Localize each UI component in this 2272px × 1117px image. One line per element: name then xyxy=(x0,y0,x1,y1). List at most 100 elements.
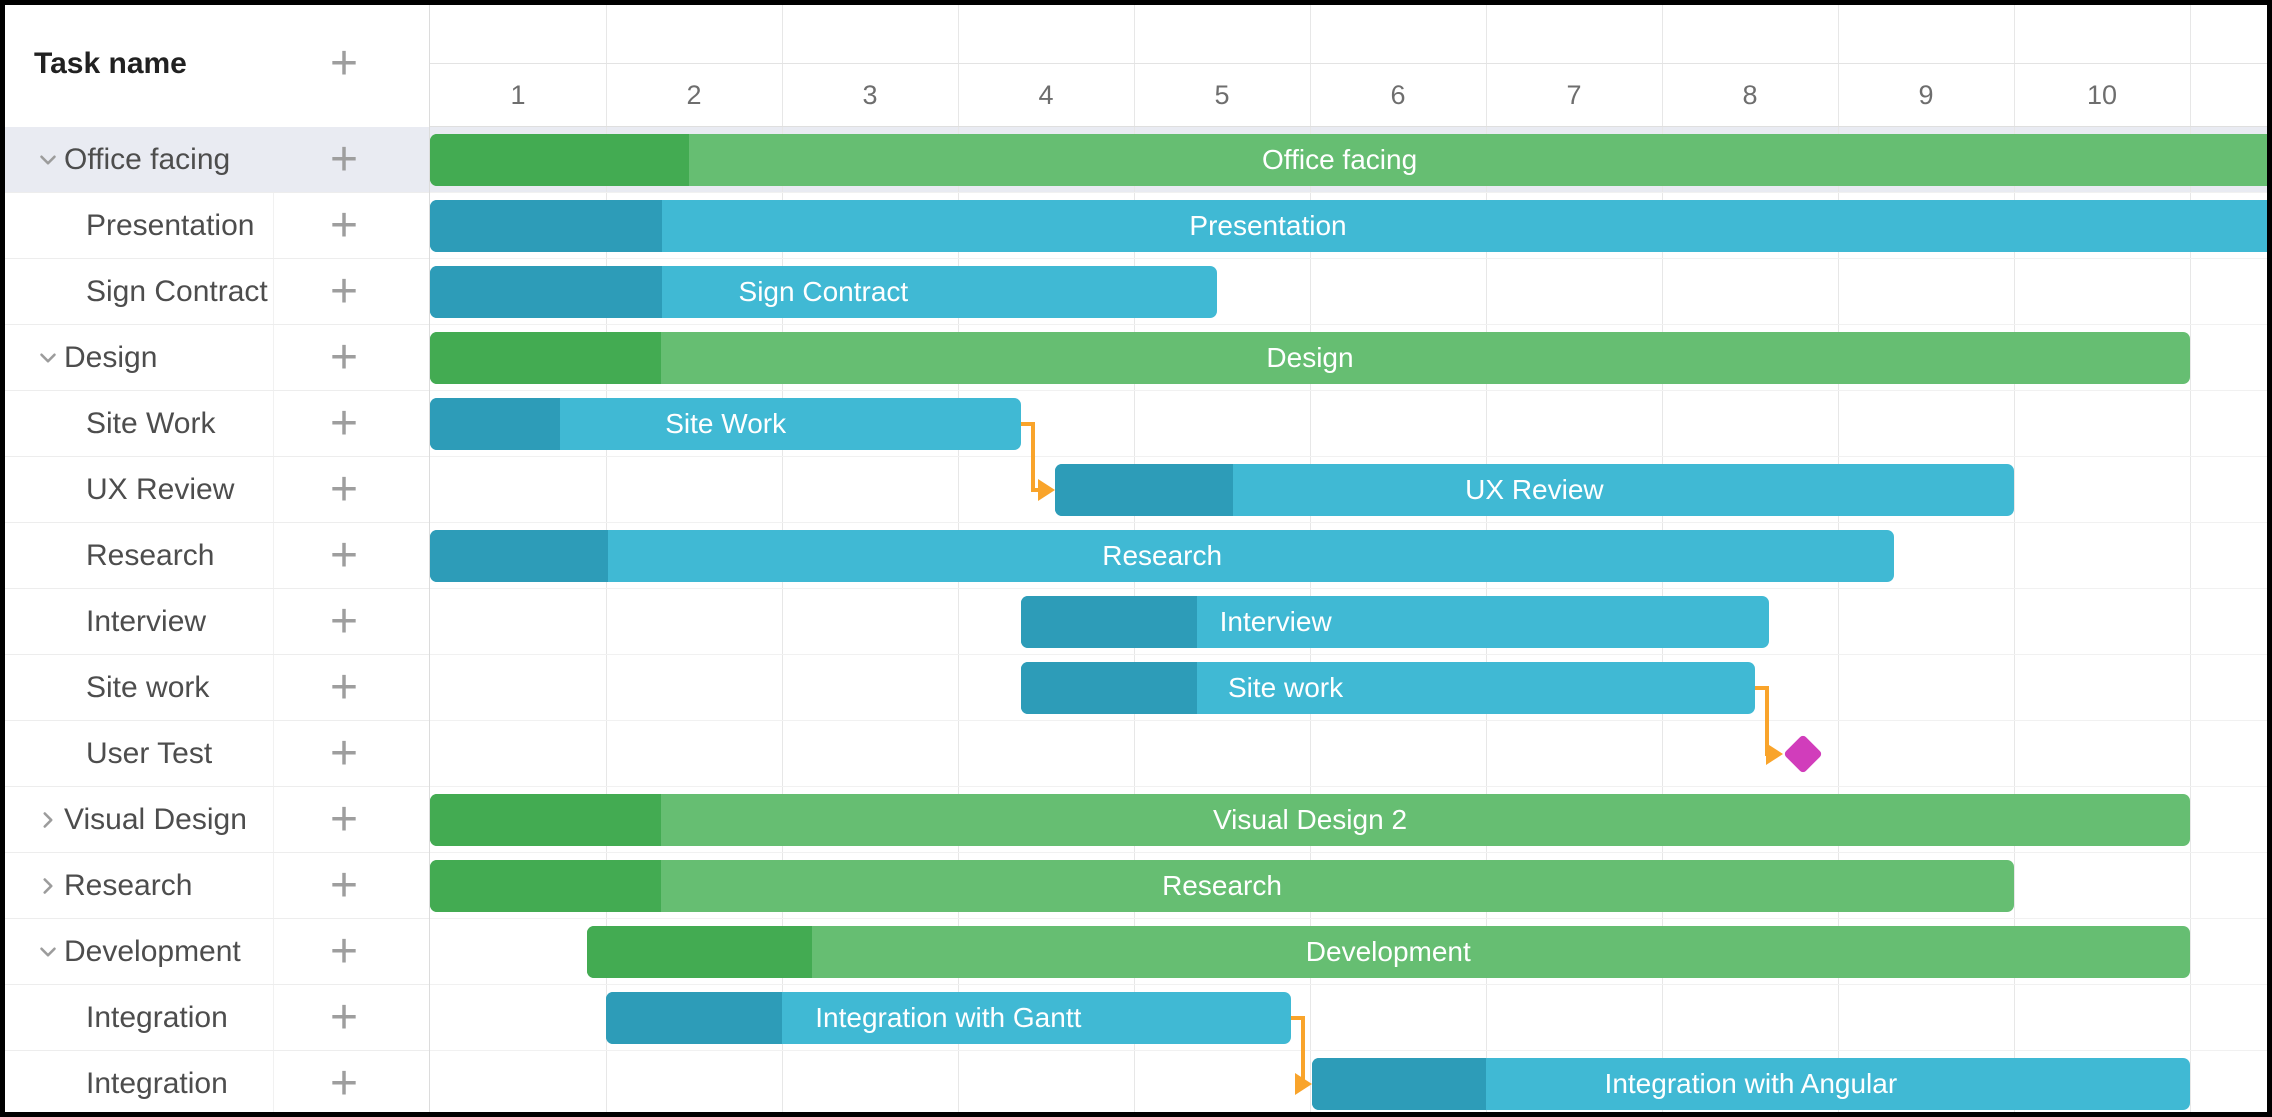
scale-tick: 2 xyxy=(686,79,702,110)
add-subtask-button[interactable]: + xyxy=(329,660,359,714)
task-bar[interactable]: Site work xyxy=(1021,662,1756,714)
task-bar[interactable]: Interview xyxy=(1021,596,1770,648)
task-bar-label: Site work xyxy=(1227,672,1344,703)
task-progress-fill[interactable] xyxy=(430,398,561,450)
task-bar[interactable]: Site Work xyxy=(430,398,1022,450)
add-subtask-button[interactable]: + xyxy=(329,132,359,186)
task-progress-fill[interactable] xyxy=(1311,1058,1486,1110)
task-progress-fill[interactable] xyxy=(430,860,661,912)
task-bar[interactable]: UX Review xyxy=(1054,464,2014,516)
grid-task-row[interactable]: Presentation+ xyxy=(0,193,430,259)
grid-task-row[interactable]: Integration+ xyxy=(0,985,430,1051)
add-subtask-button[interactable]: + xyxy=(329,396,359,450)
grid-task-row[interactable]: UX Review+ xyxy=(0,457,430,523)
chevron-down-icon[interactable] xyxy=(34,938,62,966)
scale-tick: 10 xyxy=(2086,79,2118,110)
grid-task-row[interactable]: Integration+ xyxy=(0,1051,430,1117)
add-subtask-button[interactable]: + xyxy=(329,924,359,978)
project-bar[interactable]: Office facing xyxy=(430,134,2272,186)
task-progress-fill[interactable] xyxy=(430,530,608,582)
add-subtask-button[interactable]: + xyxy=(329,1056,359,1110)
task-bar-label: Sign Contract xyxy=(738,276,909,307)
timeline-column-line xyxy=(2014,0,2015,1117)
link-arrowhead xyxy=(1766,743,1784,765)
grid-task-row[interactable]: Office facing+ xyxy=(0,127,430,193)
link-line xyxy=(1021,422,1036,426)
grid-task-row[interactable]: Research + xyxy=(0,523,430,589)
task-bar-label: Research xyxy=(1102,540,1223,571)
timeline-row-line xyxy=(430,918,2272,919)
add-subtask-button[interactable]: + xyxy=(329,594,359,648)
timeline-row-line xyxy=(430,786,2272,787)
grid-column-divider xyxy=(273,0,274,1117)
chevron-right-icon[interactable] xyxy=(34,872,62,900)
link-line xyxy=(1765,686,1770,756)
grid-task-name: Development xyxy=(64,934,241,968)
grid-task-name: User Test xyxy=(86,736,213,770)
scale-tick: 1 xyxy=(510,79,526,110)
task-bar-label: Development xyxy=(1305,936,1471,967)
grid-task-row[interactable]: Sign Contract+ xyxy=(0,259,430,325)
chevron-down-icon[interactable] xyxy=(34,344,62,372)
grid-task-row[interactable]: Interview+ xyxy=(0,589,430,655)
chevron-right-icon[interactable] xyxy=(34,806,62,834)
add-subtask-button[interactable]: + xyxy=(329,792,359,846)
timeline-row-line xyxy=(430,1050,2272,1051)
add-subtask-button[interactable]: + xyxy=(329,462,359,516)
add-task-button[interactable]: + xyxy=(329,36,359,90)
task-progress-fill[interactable] xyxy=(430,200,663,252)
project-bar[interactable]: Design xyxy=(430,332,2190,384)
task-progress-fill[interactable] xyxy=(430,794,661,846)
add-subtask-button[interactable]: + xyxy=(329,330,359,384)
task-progress-fill[interactable] xyxy=(586,926,812,978)
grid-task-row[interactable]: Development + xyxy=(0,919,430,985)
link-line xyxy=(1290,1016,1305,1020)
timeline-header-border xyxy=(430,126,2272,127)
add-subtask-button[interactable]: + xyxy=(329,990,359,1044)
project-bar[interactable]: Development xyxy=(586,926,2190,978)
task-progress-fill[interactable] xyxy=(606,992,782,1044)
grid-task-name: Research xyxy=(86,538,215,572)
link-arrowhead xyxy=(1037,479,1055,501)
task-bar[interactable]: Presentation xyxy=(430,200,2272,252)
task-progress-fill[interactable] xyxy=(430,332,661,384)
grid-header: Task name + xyxy=(0,0,430,128)
grid-task-row[interactable]: User Test + xyxy=(0,721,430,787)
task-progress-fill[interactable] xyxy=(1054,464,1233,516)
grid-task-row[interactable]: Research + xyxy=(0,853,430,919)
task-bar-label: Presentation xyxy=(1189,210,1347,241)
add-subtask-button[interactable]: + xyxy=(329,264,359,318)
add-subtask-button[interactable]: + xyxy=(329,858,359,912)
scale-tick: 4 xyxy=(1038,79,1054,110)
task-progress-fill[interactable] xyxy=(430,134,689,186)
scale-tick: 8 xyxy=(1742,79,1758,110)
timeline-row-line xyxy=(430,984,2272,985)
task-bar[interactable]: Integration with Angular xyxy=(1311,1058,2190,1110)
grid-task-name: Design xyxy=(64,340,158,374)
task-bar-label: Office facing xyxy=(1262,144,1418,175)
grid-task-row[interactable]: Visual Design+ xyxy=(0,787,430,853)
task-progress-fill[interactable] xyxy=(1021,662,1198,714)
milestone-diamond[interactable] xyxy=(1782,734,1823,774)
scale-tick: 7 xyxy=(1566,79,1582,110)
project-bar[interactable]: Research xyxy=(430,860,2014,912)
task-progress-fill[interactable] xyxy=(1021,596,1198,648)
link-line xyxy=(1755,686,1770,690)
timeline-row-line xyxy=(430,522,2272,523)
grid-task-row[interactable]: Design + xyxy=(0,325,430,391)
add-subtask-button[interactable]: + xyxy=(329,726,359,780)
chevron-down-icon[interactable] xyxy=(34,146,62,174)
task-bar[interactable]: Integration with Gantt xyxy=(606,992,1291,1044)
grid-task-row[interactable]: Site work+ xyxy=(0,655,430,721)
add-subtask-button[interactable]: + xyxy=(329,198,359,252)
link-line xyxy=(1300,1016,1305,1086)
task-progress-fill[interactable] xyxy=(430,266,663,318)
task-bar[interactable]: Research xyxy=(430,530,1895,582)
link-line xyxy=(1031,488,1038,492)
grid-task-row[interactable]: Site Work+ xyxy=(0,391,430,457)
task-bar[interactable]: Sign Contract xyxy=(430,266,1217,318)
task-bar-label: Research xyxy=(1162,870,1282,901)
add-subtask-button[interactable]: + xyxy=(329,528,359,582)
project-bar[interactable]: Visual Design 2 xyxy=(430,794,2190,846)
grid-task-name: Research xyxy=(64,868,193,902)
